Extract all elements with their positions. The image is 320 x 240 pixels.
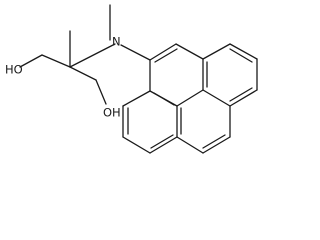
ring-bond-double [229, 87, 253, 102]
pyrene-ring-system [122, 43, 258, 154]
ring-bond-double [202, 134, 226, 149]
chemical-structure: HO OH N [5, 4, 258, 154]
ring-bond [202, 136, 231, 154]
ring-bond [149, 43, 177, 61]
bond-ch2-oh [95, 79, 107, 105]
diol-fragment [19, 4, 151, 105]
bond-ch2-quaternary [41, 54, 71, 68]
hydroxyl-label-lower: OH [103, 106, 121, 120]
hydroxyl-label-upper: HO [5, 63, 23, 77]
ring-bond [202, 89, 231, 107]
ring-bond [176, 136, 204, 154]
ring-bond [176, 89, 204, 107]
bond-quaternary-nitrogen [69, 43, 116, 68]
ring-bond [175, 43, 204, 60]
ring-bond-double [153, 92, 175, 106]
ring-bond [122, 136, 151, 154]
ring-bond-double [154, 48, 178, 63]
ring-bond-double [229, 48, 253, 63]
ring-bond [229, 89, 258, 107]
ring-bond [202, 43, 231, 60]
ring-bond-double [150, 134, 174, 149]
ring-bond [149, 136, 178, 154]
ring-bond [122, 90, 151, 107]
bond-quaternary-ch2 [69, 66, 97, 81]
ring-bond [229, 43, 258, 60]
bond-ho-ch2 [19, 54, 43, 68]
bond-nitrogen-pyrene [120, 44, 151, 61]
nitrogen-label: N [112, 35, 121, 49]
